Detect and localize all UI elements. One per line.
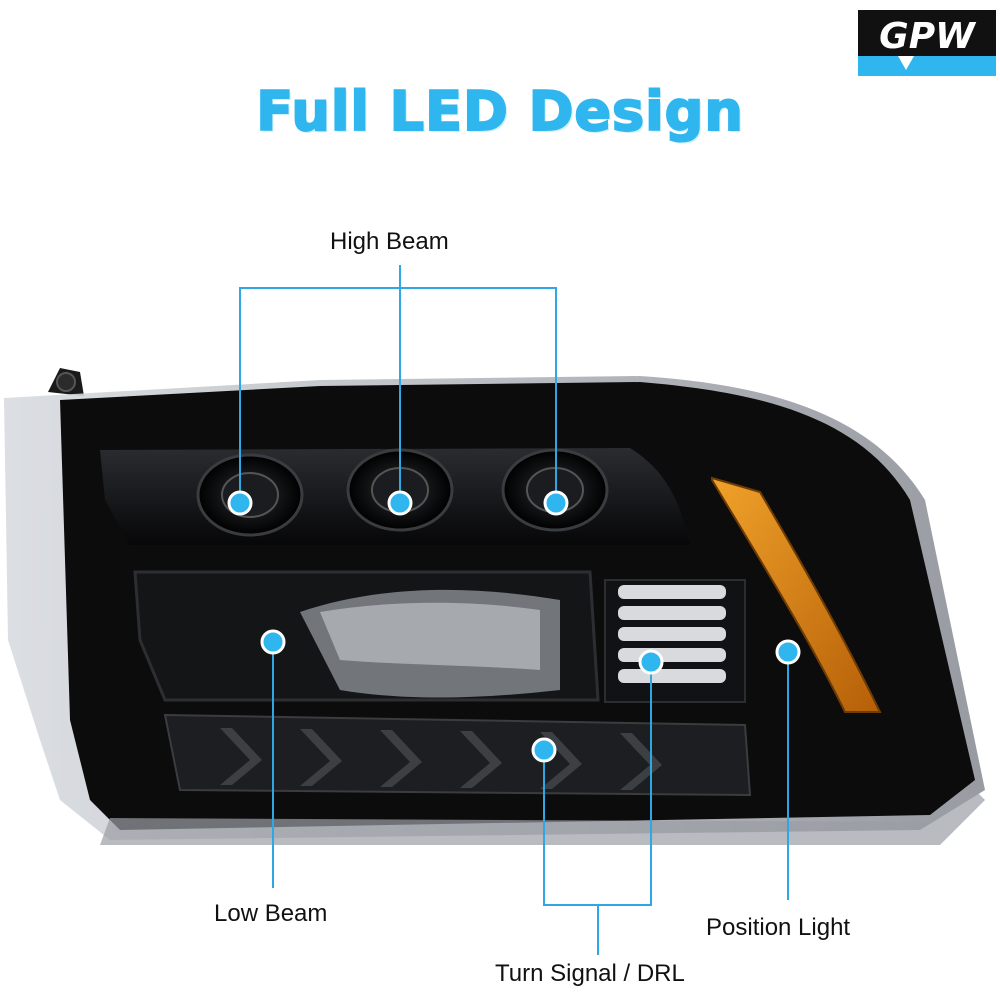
- label-position-light: Position Light: [706, 914, 851, 941]
- label-high-beam: High Beam: [330, 228, 449, 255]
- label-low-beam: Low Beam: [214, 900, 328, 927]
- logo-text: GPW: [879, 16, 977, 57]
- drl-bars: [604, 579, 746, 703]
- projector-1: [196, 453, 304, 537]
- headlight-illustration: [4, 368, 985, 845]
- headline: Full LED Design: [255, 79, 744, 144]
- projector-2: [346, 448, 454, 532]
- amber-side-marker: [711, 476, 882, 713]
- brand-logo: GPW: [858, 10, 996, 76]
- reflector-highlight: [320, 602, 540, 670]
- label-turn-signal-drl: Turn Signal / DRL: [495, 960, 685, 987]
- projector-3: [501, 448, 609, 532]
- lower-lip: [100, 790, 985, 845]
- mounting-bracket: [48, 368, 84, 396]
